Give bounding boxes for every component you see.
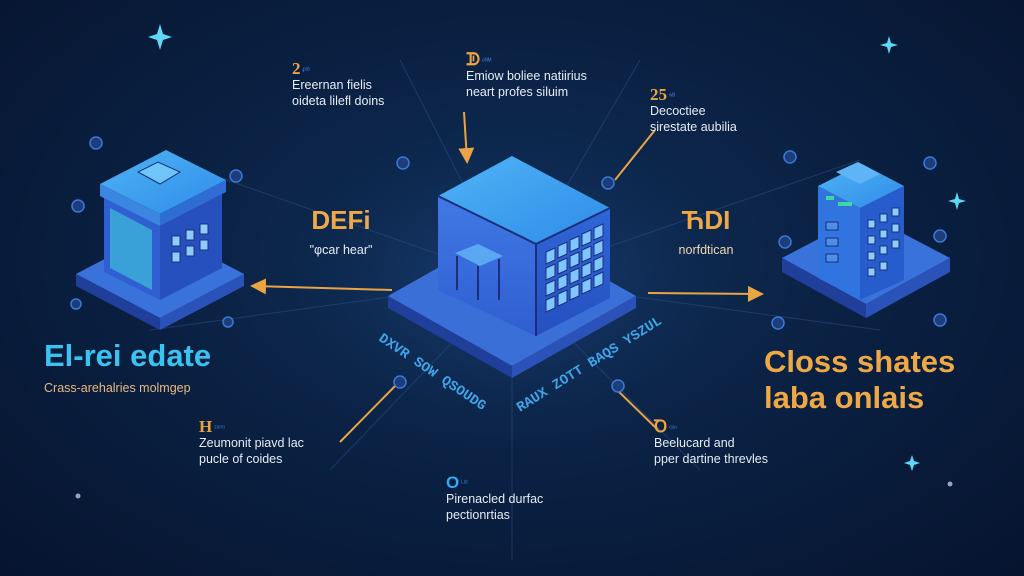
center-label-right-subtitle: norfdtican	[678, 243, 734, 257]
star-icon	[904, 455, 920, 471]
callout-line1: Emiow boliee natiirius	[466, 69, 587, 83]
window-pane	[569, 267, 580, 285]
center-label-left-title: DEFi	[311, 205, 371, 235]
window-pane	[545, 279, 556, 297]
left-building	[76, 150, 244, 330]
callout-marker: ᗫ	[466, 50, 481, 69]
window-pane	[545, 247, 556, 265]
arrow-to-left-building	[250, 278, 393, 295]
stars	[75, 24, 966, 499]
headline-right-line2: laba onlais	[764, 380, 925, 415]
callout-tag: ᵉᴺᴹ	[482, 57, 492, 65]
callout-line1: Beelucard and	[654, 436, 735, 450]
callout-tag: ᶻᵉʳᵐ	[214, 424, 226, 432]
star-icon	[148, 24, 172, 50]
callout-tag: ᴸᵈᵗ	[461, 480, 468, 488]
window-pane	[557, 241, 568, 259]
callout-marker: O	[446, 473, 460, 492]
node-icons	[70, 136, 947, 393]
window-pane	[557, 289, 568, 307]
window-pane	[545, 295, 556, 313]
window-pane	[581, 277, 592, 295]
right-building	[782, 162, 950, 318]
arrow-to-right-building	[647, 285, 764, 302]
window-pane	[557, 257, 568, 275]
line-bottom-left	[339, 384, 397, 443]
star-icon	[948, 192, 966, 210]
window-pane	[593, 255, 604, 273]
window-pane	[569, 235, 580, 253]
callout-line1: Pirenacled durfac	[446, 492, 544, 506]
callout-line2: pucle of coides	[199, 452, 283, 466]
headline-left-subtitle: Crass-arehalries molmgep	[44, 381, 191, 395]
center-label-right: ЋDI norfdtican	[656, 206, 756, 258]
callout-marker: Ꝺ	[654, 417, 668, 436]
center-building	[388, 156, 636, 378]
window-pane	[569, 251, 580, 269]
window-pane	[581, 261, 592, 279]
connector-arrows	[250, 111, 764, 443]
window-pane	[581, 229, 592, 247]
center-label-right-title: ЋDI	[681, 205, 731, 235]
headline-right: Closs shates laba onlais	[764, 344, 955, 416]
callout-marker: H	[199, 417, 213, 436]
callout-line2: oideta lilefl doins	[292, 94, 385, 108]
callout-line2: pectionrtias	[446, 508, 510, 522]
callout-tag: ᵉᵃⁿ	[669, 424, 677, 432]
callout-line2: neart profes siluim	[466, 85, 569, 99]
callout-tag: ᵲᵃᵇ	[302, 66, 311, 74]
callout-marker: 2	[292, 59, 301, 78]
callout-line1: Zeumonit piavd lac	[199, 436, 304, 450]
window-pane	[581, 245, 592, 263]
window-pane	[593, 223, 604, 241]
center-label-left-subtitle: "φcar hear"	[309, 243, 373, 257]
callout-line1: Ereernan fielis	[292, 78, 372, 92]
callout-line2: pper dartine threvles	[654, 452, 768, 466]
window-pane	[593, 271, 604, 289]
callout-line1: Decoctiee	[650, 104, 706, 118]
callout-marker: 25	[650, 85, 667, 104]
center-label-left: DEFi "φcar hear"	[296, 206, 386, 258]
line-top-right	[614, 129, 656, 181]
window-pane	[545, 263, 556, 281]
window-pane	[569, 283, 580, 301]
window-pane	[557, 273, 568, 291]
window-pane	[593, 239, 604, 257]
arrow-top-center	[458, 111, 475, 164]
headline-left: El-rei edate Crass-arehalries molmgep	[44, 338, 211, 396]
headline-right-line1: Closs shates	[764, 344, 956, 379]
star-icon	[880, 36, 898, 54]
callout-line2: sirestate aubilia	[650, 120, 737, 134]
headline-left-title: El-rei edate	[44, 338, 212, 373]
callout-tag: ʷᴮ	[669, 92, 676, 100]
